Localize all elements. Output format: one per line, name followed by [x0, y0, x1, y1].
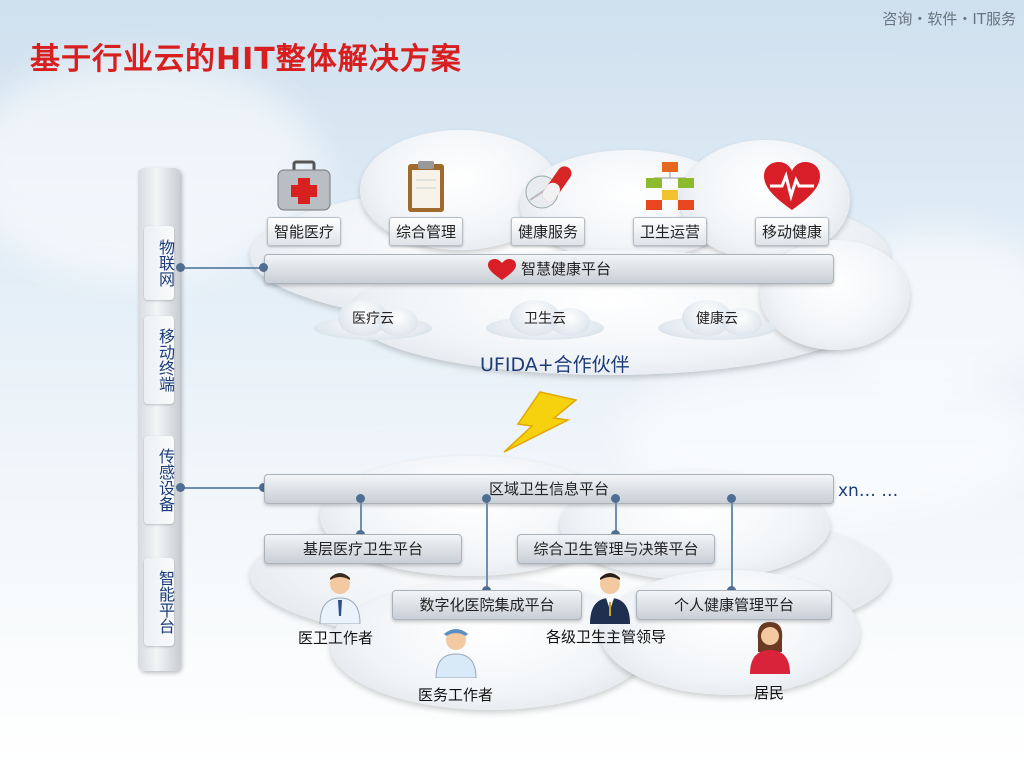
app-label: 健康服务 [510, 217, 585, 246]
personal-health-platform-bar[interactable]: 个人健康管理平台 [636, 590, 832, 620]
sidebar-item-smart-platform: 智能平台 [144, 558, 175, 646]
company-tagline: 咨询・软件・IT服务 [882, 10, 1016, 28]
page-title: 基于行业云的HIT整体解决方案 [30, 42, 462, 77]
more-indicator: xn… … [838, 481, 899, 501]
app-mobile-health[interactable]: 移动健康 [750, 160, 834, 246]
regional-health-platform-bar[interactable]: 区域卫生信息平台 [264, 474, 834, 504]
connector-dot [482, 494, 491, 503]
sub-cloud-health-admin: 卫生云 [486, 300, 604, 340]
connector-dot [176, 263, 185, 272]
sub-cloud-label: 健康云 [696, 311, 738, 327]
decision-management-platform-bar[interactable]: 综合卫生管理与决策平台 [517, 534, 715, 564]
sidebar-item-mobile-terminal: 移动终端 [144, 316, 175, 404]
leader-person-icon [590, 573, 630, 624]
app-label: 卫生运营 [632, 217, 707, 246]
pills-icon [518, 160, 578, 214]
connector-line [731, 498, 733, 592]
connector-dot [356, 494, 365, 503]
connector-dot [611, 494, 620, 503]
first-aid-kit-icon [274, 160, 334, 214]
resident-person-icon [750, 622, 790, 674]
nurse-person-icon [435, 629, 477, 678]
org-chart-icon [640, 160, 700, 214]
person-label: 各级卫生主管领导 [546, 628, 667, 646]
person-label: 医务工作者 [418, 686, 494, 704]
sidebar-item-sensor-device: 传感设备 [144, 436, 175, 524]
platform-label: 智慧健康平台 [520, 260, 611, 278]
heart-icon [487, 258, 516, 280]
connector-line [180, 487, 266, 489]
app-smart-medical[interactable]: 智能医疗 [262, 160, 346, 246]
smart-health-platform-bar[interactable]: 智慧健康平台 [264, 254, 834, 284]
connector-line [486, 498, 488, 592]
lightning-bolt-icon [503, 391, 578, 453]
connector-line [615, 498, 617, 536]
sub-cloud-wellness: 健康云 [658, 300, 776, 340]
sidebar-item-iot: 物联网 [144, 226, 175, 300]
person-label: 居民 [754, 684, 785, 702]
partner-label: UFIDA+合作伙伴 [480, 354, 630, 376]
app-health-service[interactable]: 健康服务 [506, 160, 590, 246]
connector-line [360, 498, 362, 536]
clipboard-icon [396, 160, 456, 214]
heartbeat-icon [762, 160, 822, 214]
app-integrated-management[interactable]: 综合管理 [384, 160, 468, 246]
app-label: 智能医疗 [266, 217, 341, 246]
connector-line [180, 267, 266, 269]
doctor-person-icon [319, 573, 361, 624]
sub-cloud-label: 医疗云 [352, 311, 394, 327]
connector-dot [176, 483, 185, 492]
digital-hospital-platform-bar[interactable]: 数字化医院集成平台 [392, 590, 582, 620]
app-health-operations[interactable]: 卫生运营 [628, 160, 712, 246]
connector-dot [259, 483, 268, 492]
sub-cloud-label: 卫生云 [524, 311, 566, 327]
person-label: 医卫工作者 [298, 629, 374, 647]
connector-dot [727, 494, 736, 503]
app-label: 移动健康 [754, 217, 829, 246]
primary-care-platform-bar[interactable]: 基层医疗卫生平台 [264, 534, 462, 564]
sub-cloud-medical: 医疗云 [314, 300, 432, 340]
connector-dot [259, 263, 268, 272]
app-label: 综合管理 [388, 217, 463, 246]
